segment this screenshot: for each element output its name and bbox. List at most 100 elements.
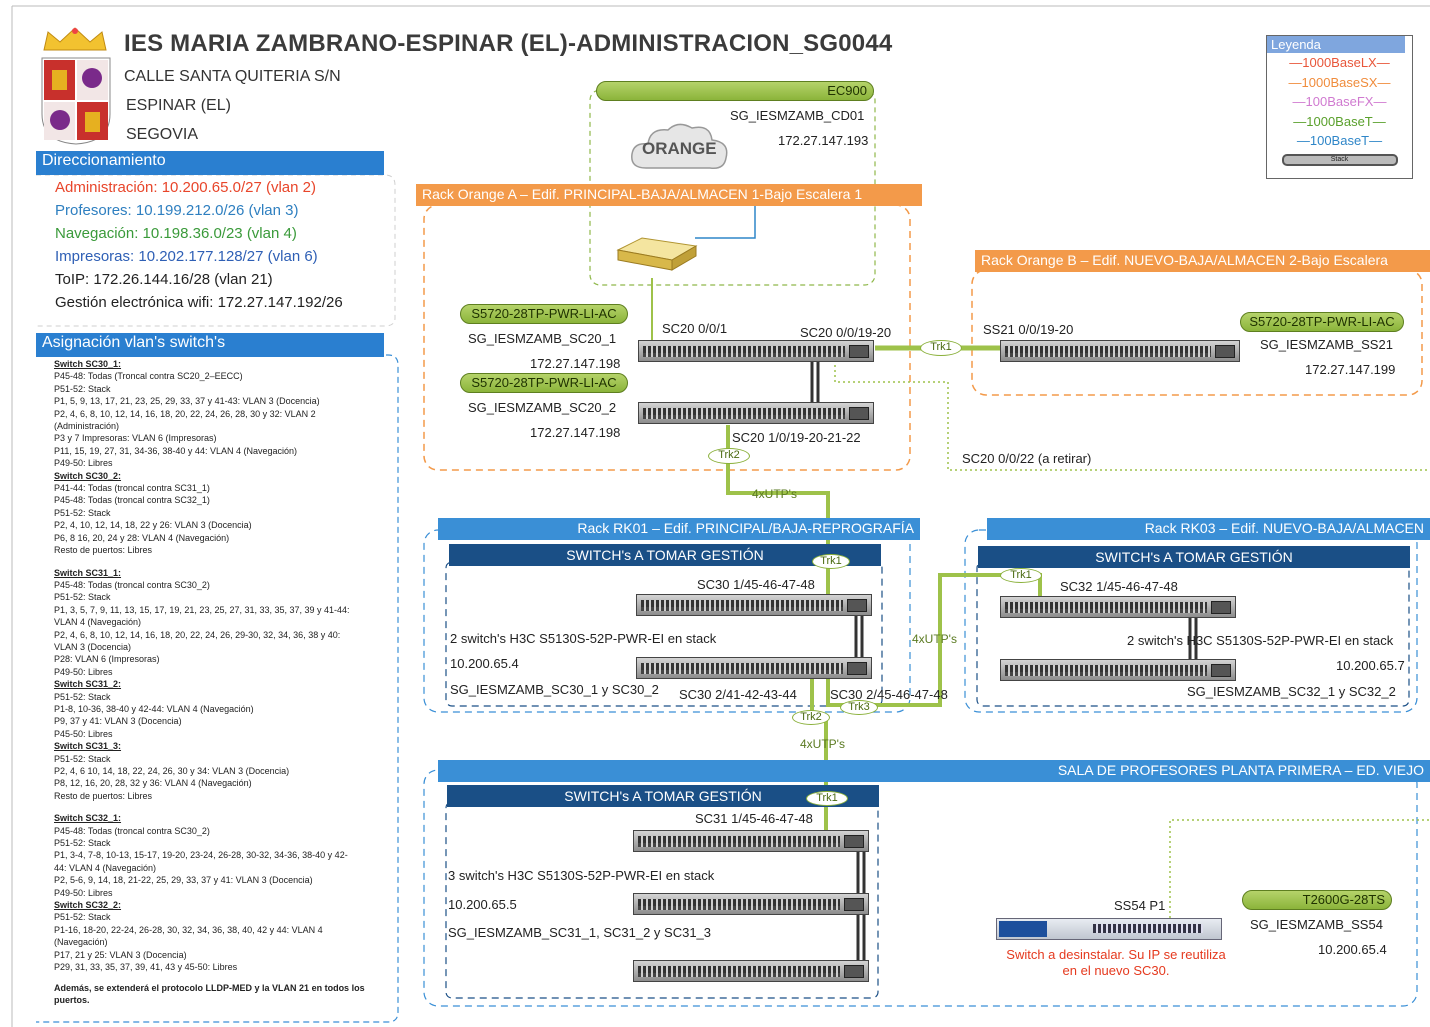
- trk1-sala-badge: Trk1: [806, 791, 848, 806]
- vlan-switch-title: Switch SC31_3:: [54, 741, 122, 752]
- addr-navegacion: Navegación: 10.198.36.0/23 (vlan 4): [55, 225, 297, 242]
- vlan-rule-line: P45-48: Todas (troncal contra SC32_1): [54, 495, 210, 506]
- vlan-rule-line: P2, 5-6, 9, 14, 18, 21-22, 25, 29, 33, 3…: [54, 875, 313, 886]
- switch-sc20-2[interactable]: [638, 402, 874, 424]
- cloud-icon: [626, 118, 734, 178]
- vlan-rule-line: P1, 5, 9, 13, 17, 21, 23, 25, 29, 33, 37…: [54, 396, 320, 407]
- vlan-rule-line: P49-50: Libres: [54, 887, 113, 898]
- sc20-port-up: SC20 0/0/1: [662, 321, 728, 336]
- rk03-header: Rack RK03 – Edif. NUEVO-BAJA/ALMACEN: [987, 518, 1430, 540]
- ss54-uninstall-note-1: Switch a desinstalar. Su IP se reutiliza: [1006, 947, 1226, 962]
- vlan-rule-line: P8, 12, 16, 20, 28, 32 y 36: VLAN 4 (Nav…: [54, 778, 252, 789]
- sc20-port-trk2: SC20 1/0/19-20-21-22: [732, 430, 861, 445]
- rk03-gestion-header: SWITCH's A TOMAR GESTIÓN: [978, 546, 1410, 568]
- vlan-switch-title: Switch SC32_2:: [54, 900, 122, 911]
- ss54-model-badge: T2600G-28TS: [1242, 890, 1392, 910]
- page-title: IES MARIA ZAMBRANO-ESPINAR (EL)-ADMINIST…: [124, 30, 893, 57]
- sala-port-top: SC31 1/45-46-47-48: [695, 811, 813, 826]
- addr-impresoras: Impresoras: 10.202.177.128/27 (vlan 6): [55, 248, 318, 265]
- vlan-rule-line: P17, 21 y 25: VLAN 3 (Docencia): [54, 949, 187, 960]
- trk2-rk01-badge: Trk2: [792, 710, 830, 725]
- vlan-rule-line: P2, 4, 10, 12, 14, 18, 22 y 26: VLAN 3 (…: [54, 520, 252, 531]
- addr-toip: ToIP: 172.26.144.16/28 (vlan 21): [55, 271, 273, 288]
- address-town: ESPINAR (EL): [126, 97, 231, 114]
- vlan-rule-line: P41-44: Todas (troncal contra SC31_1): [54, 483, 210, 494]
- rk01-header: Rack RK01 – Edif. PRINCIPAL/BAJA-REPROGR…: [438, 518, 920, 540]
- vlan-rule-line: P2, 4, 6, 8, 10, 12, 14, 16, 18, 20, 22,…: [54, 629, 341, 640]
- legend-item-stack: Stack: [1281, 153, 1398, 166]
- vlan-rule-line: P51-52: Stack: [54, 507, 111, 518]
- legend-title: Leyenda: [1267, 36, 1405, 53]
- isp-ip: 172.27.147.193: [778, 133, 869, 148]
- vlan-section-gap: [54, 557, 394, 567]
- rk01-gestion-header: SWITCH's A TOMAR GESTIÓN: [449, 544, 881, 566]
- vlan-switch-title: Switch SC30_1:: [54, 359, 122, 369]
- rk01-ip: 10.200.65.4: [450, 656, 519, 671]
- vlan-rule-line: (Administración): [54, 421, 120, 432]
- vlan-rule-line: P45-48: Todas (troncal contra SC30_2): [54, 825, 210, 836]
- vlan-assign-list: Switch SC30_1:P45-48: Todas (Troncal con…: [54, 358, 394, 1006]
- rk03-port-top: SC32 1/45-46-47-48: [1060, 579, 1178, 594]
- rk01-names: SG_IESMZAMB_SC30_1 y SC30_2: [450, 682, 659, 697]
- switch-sc30-2[interactable]: [636, 657, 872, 679]
- vlan-note: Además, se extenderá el protocolo LLDP-M…: [54, 982, 365, 1005]
- vlan-rule-line: P1-8, 10-36, 38-40 y 42-44: VLAN 4 (Nave…: [54, 703, 254, 714]
- isp-model-badge: EC900: [596, 81, 874, 101]
- rk01-port-top: SC30 1/45-46-47-48: [697, 577, 815, 592]
- utp-label-rk01-sala: 4xUTP's: [800, 737, 845, 751]
- rack-b-header: Rack Orange B – Edif. NUEVO-BAJA/ALMACEN…: [975, 250, 1430, 272]
- sc20-1-model-badge: S5720-28TP-PWR-LI-AC: [460, 304, 628, 324]
- vlan-switch-title: Switch SC31_2:: [54, 679, 122, 690]
- coat-of-arms-icon: [40, 56, 112, 146]
- direccionamiento-list: Administración: 10.200.65.0/27 (vlan 2) …: [55, 176, 343, 314]
- switch-ss54[interactable]: [996, 918, 1222, 940]
- legend: Leyenda —1000BaseLX— —1000BaseSX— —100Ba…: [1266, 35, 1413, 179]
- address-province: SEGOVIA: [126, 126, 199, 143]
- ss21-port: SS21 0/0/19-20: [983, 322, 1074, 337]
- addr-wifi: Gestión electrónica wifi: 172.27.147.192…: [55, 294, 343, 311]
- router-icon: [614, 222, 698, 278]
- sc20-port-trk1: SC20 0/0/19-20: [800, 325, 892, 340]
- legend-item-100baset: —100BaseT—: [1296, 133, 1383, 148]
- switch-sc32-1[interactable]: [1000, 596, 1236, 618]
- trk1-sc20-ss21-badge: Trk1: [920, 340, 962, 356]
- rk03-names: SG_IESMZAMB_SC32_1 y SC32_2: [1187, 684, 1396, 699]
- vlan-rule-line: Resto de puertos: Libres: [54, 790, 153, 801]
- ss21-ip: 172.27.147.199: [1305, 362, 1396, 377]
- vlan-rule-line: VLAN 4 (Navegación): [54, 617, 142, 628]
- vlan-rule-line: P28: VLAN 6 (Impresoras): [54, 654, 160, 665]
- rk01-port-b1: SC30 2/41-42-43-44: [679, 687, 797, 702]
- vlan-rule-line: P51-52: Stack: [54, 691, 111, 702]
- sc20-2-ip: 172.27.147.198: [530, 425, 621, 440]
- trk3-rk01-badge: Trk3: [840, 700, 878, 715]
- vlan-rule-line: P6, 8 16, 20, 24 y 28: VLAN 4 (Navegació…: [54, 532, 230, 543]
- addr-administracion: Administración: 10.200.65.0/27 (vlan 2): [55, 179, 316, 196]
- vlan-rule-line: P1-16, 18-20, 22-24, 26-28, 30, 32, 34, …: [54, 924, 323, 935]
- trk1-rk03-badge: Trk1: [1000, 568, 1042, 583]
- vlan-rule-line: P51-52: Stack: [54, 912, 111, 923]
- switch-sc31-2[interactable]: [633, 893, 869, 915]
- cloud-label: ORANGE: [642, 139, 717, 158]
- rk01-desc: 2 switch's H3C S5130S-52P-PWR-EI en stac…: [450, 631, 717, 646]
- switch-sc30-1[interactable]: [636, 594, 872, 616]
- sc20-2-model-badge: S5720-28TP-PWR-LI-AC: [460, 373, 628, 393]
- rk01-port-b2: SC30 2/45-46-47-48: [830, 687, 948, 702]
- switch-ss21[interactable]: [1000, 340, 1240, 362]
- sc20-1-ip: 172.27.147.198: [530, 356, 621, 371]
- switch-sc31-1[interactable]: [633, 830, 869, 852]
- switch-sc31-3[interactable]: [633, 960, 869, 982]
- switch-sc20-1[interactable]: [638, 340, 874, 362]
- sala-desc: 3 switch's H3C S5130S-52P-PWR-EI en stac…: [448, 868, 715, 883]
- vlan-rule-line: P9, 37 y 41: VLAN 3 (Docencia): [54, 716, 182, 727]
- sc20-1-name: SG_IESMZAMB_SC20_1: [468, 331, 617, 346]
- utp-label-rk01-rk03: 4xUTP's: [912, 632, 957, 646]
- crown-icon: [42, 26, 108, 52]
- legend-item-1000basesx: —1000BaseSX—: [1288, 74, 1391, 90]
- vlan-rule-line: P49-50: Libres: [54, 458, 113, 469]
- ss21-model-badge: S5720-28TP-PWR-LI-AC: [1240, 312, 1404, 332]
- vlan-rule-line: P49-50: Libres: [54, 666, 113, 677]
- vlan-rule-line: P2, 4, 6, 8, 10, 12, 14, 16, 18, 20, 22,…: [54, 408, 316, 419]
- vlan-rule-line: P45-48: Todas (troncal contra SC30_2): [54, 579, 210, 590]
- switch-sc32-2[interactable]: [1000, 659, 1236, 681]
- vlan-switch-title: Switch SC30_2:: [54, 470, 122, 481]
